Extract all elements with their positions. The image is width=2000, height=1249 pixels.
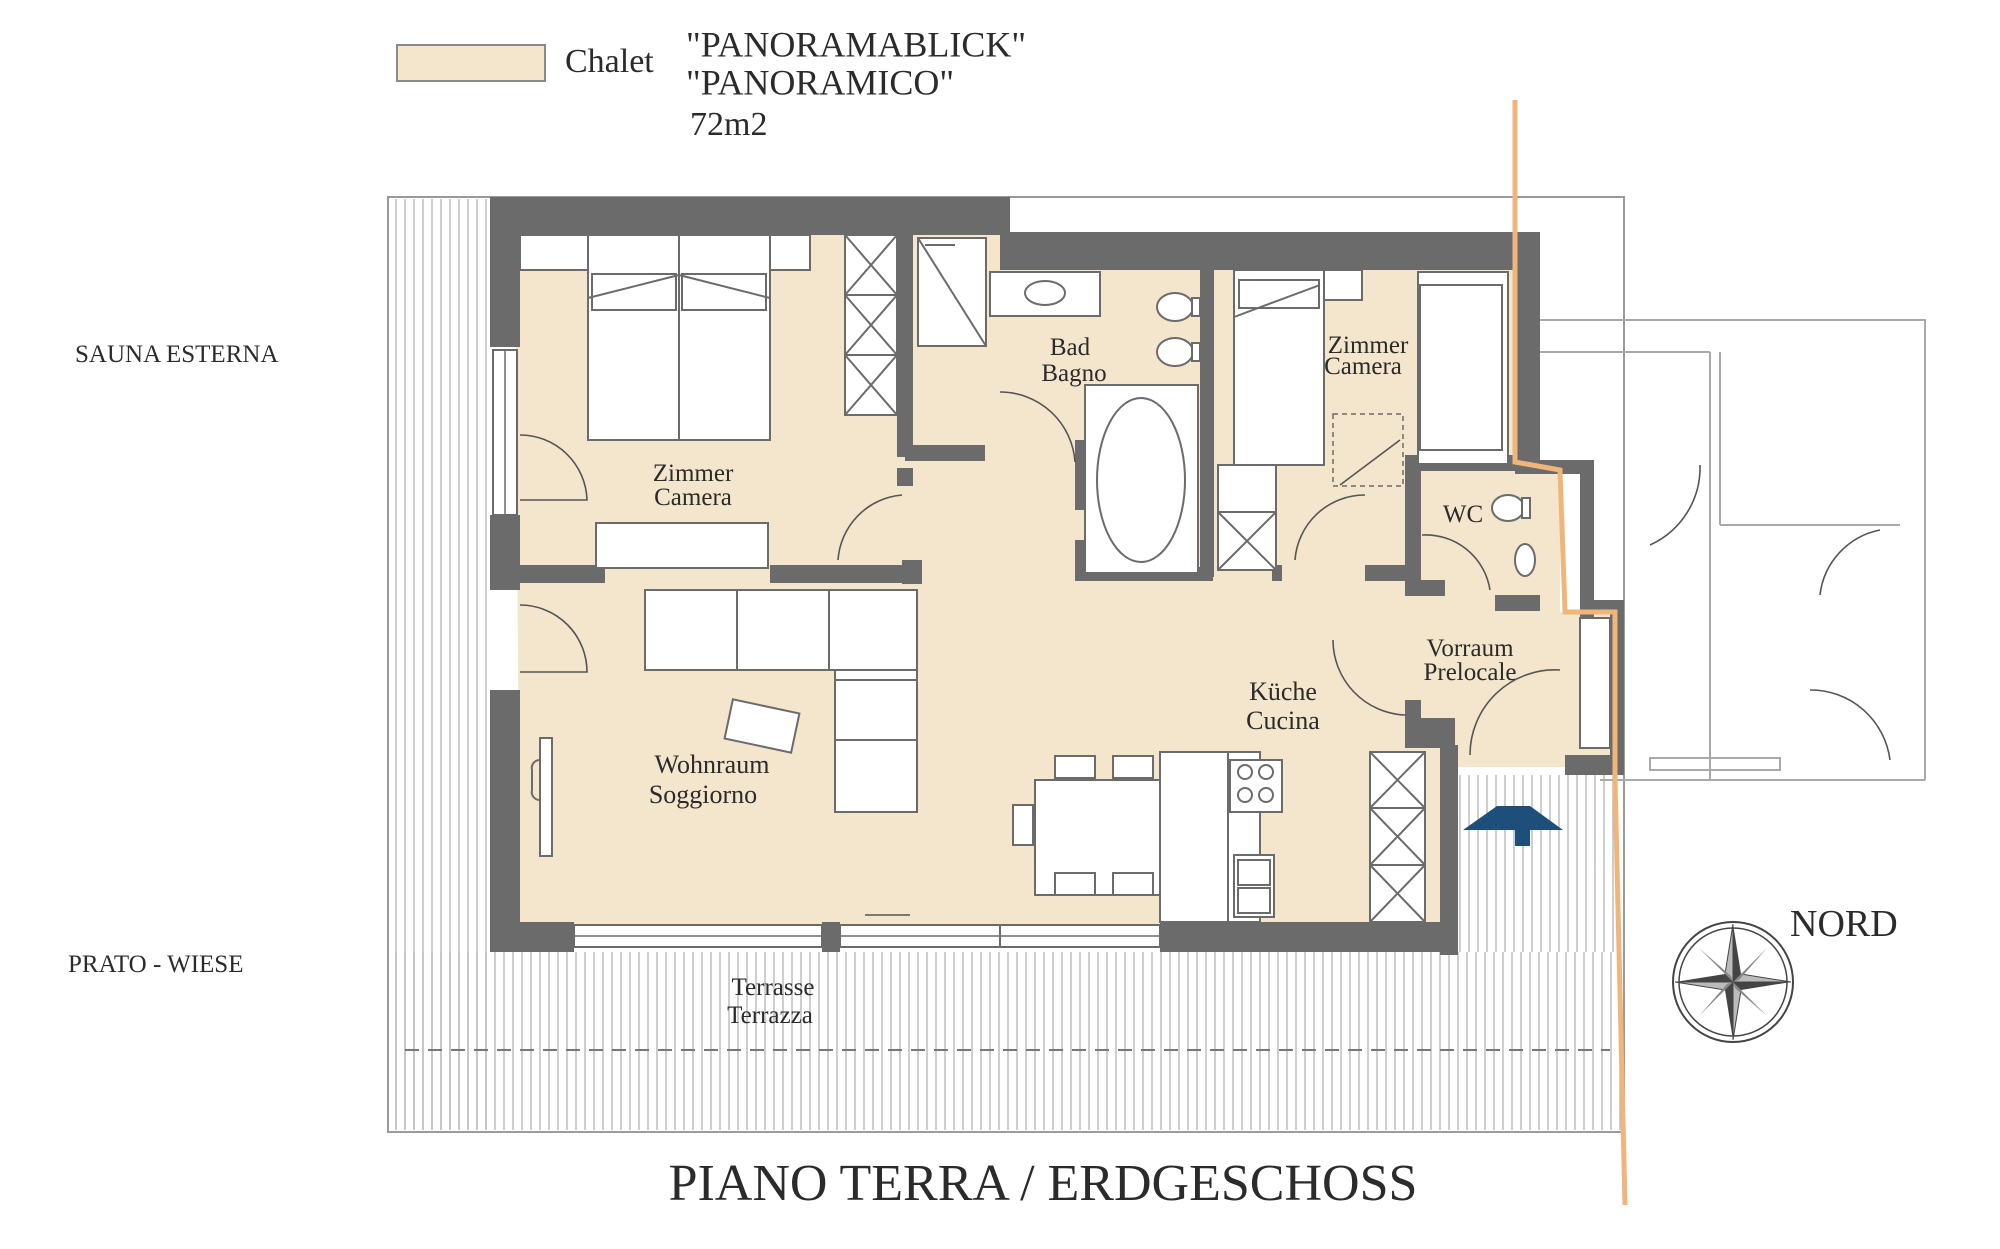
kitchen-label-de: Küche: [1249, 677, 1317, 706]
floor-title: PIANO TERRA / ERDGESCHOSS: [669, 1155, 1418, 1212]
terrace-label-de: Terrasse: [732, 974, 815, 1001]
legend-name-it: "PANORAMICO": [686, 62, 954, 102]
bathroom-furniture: [917, 237, 1201, 574]
legend-swatch: [396, 44, 546, 82]
living-label-de: Wohnraum: [655, 750, 770, 779]
kitchen-furniture: [1012, 751, 1426, 923]
bedroom-small-label-it: Camera: [1324, 353, 1402, 380]
apartment-floor: [515, 230, 1615, 945]
living-label-it: Soggiorno: [649, 780, 757, 809]
entrance-label-de: Vorraum: [1426, 635, 1514, 662]
lawn-label: PRATO - WIESE: [68, 951, 243, 978]
entrance-arrow-icon: [1463, 806, 1563, 846]
bedroom-large-label-de: Zimmer: [653, 460, 734, 487]
large-bedroom-furniture: [519, 234, 898, 569]
sauna-label: SAUNA ESTERNA: [75, 341, 279, 368]
bathroom-label-it: Bagno: [1041, 360, 1106, 387]
property-line: [1512, 100, 1628, 1206]
room-labels: Zimmer Camera Bad Bagno Zimmer Camera WC…: [649, 332, 1517, 1029]
legend: Chalet "PANORAMABLICK" "PANORAMICO" 72m2: [396, 24, 1026, 143]
bathroom-label-de: Bad: [1050, 334, 1091, 361]
bedroom-small-label-de: Zimmer: [1328, 332, 1409, 359]
kitchen-label-it: Cucina: [1246, 706, 1320, 735]
windows: [492, 349, 1611, 948]
bedroom-large-label-it: Camera: [654, 484, 732, 511]
terrace-label-it: Terrazza: [727, 1002, 813, 1029]
north-label: NORD: [1790, 903, 1898, 945]
wc-furniture: [1491, 494, 1536, 577]
legend-area: 72m2: [690, 106, 767, 143]
small-bedroom-furniture: [1217, 269, 1509, 571]
living-furniture: [530, 589, 918, 857]
legend-name-de: "PANORAMABLICK": [686, 24, 1026, 64]
legend-label: Chalet: [565, 43, 654, 80]
entrance-label-it: Prelocale: [1423, 659, 1516, 686]
doors: [519, 391, 1561, 756]
compass-rose-icon: [1672, 921, 1794, 1043]
wc-label: WC: [1443, 501, 1483, 528]
